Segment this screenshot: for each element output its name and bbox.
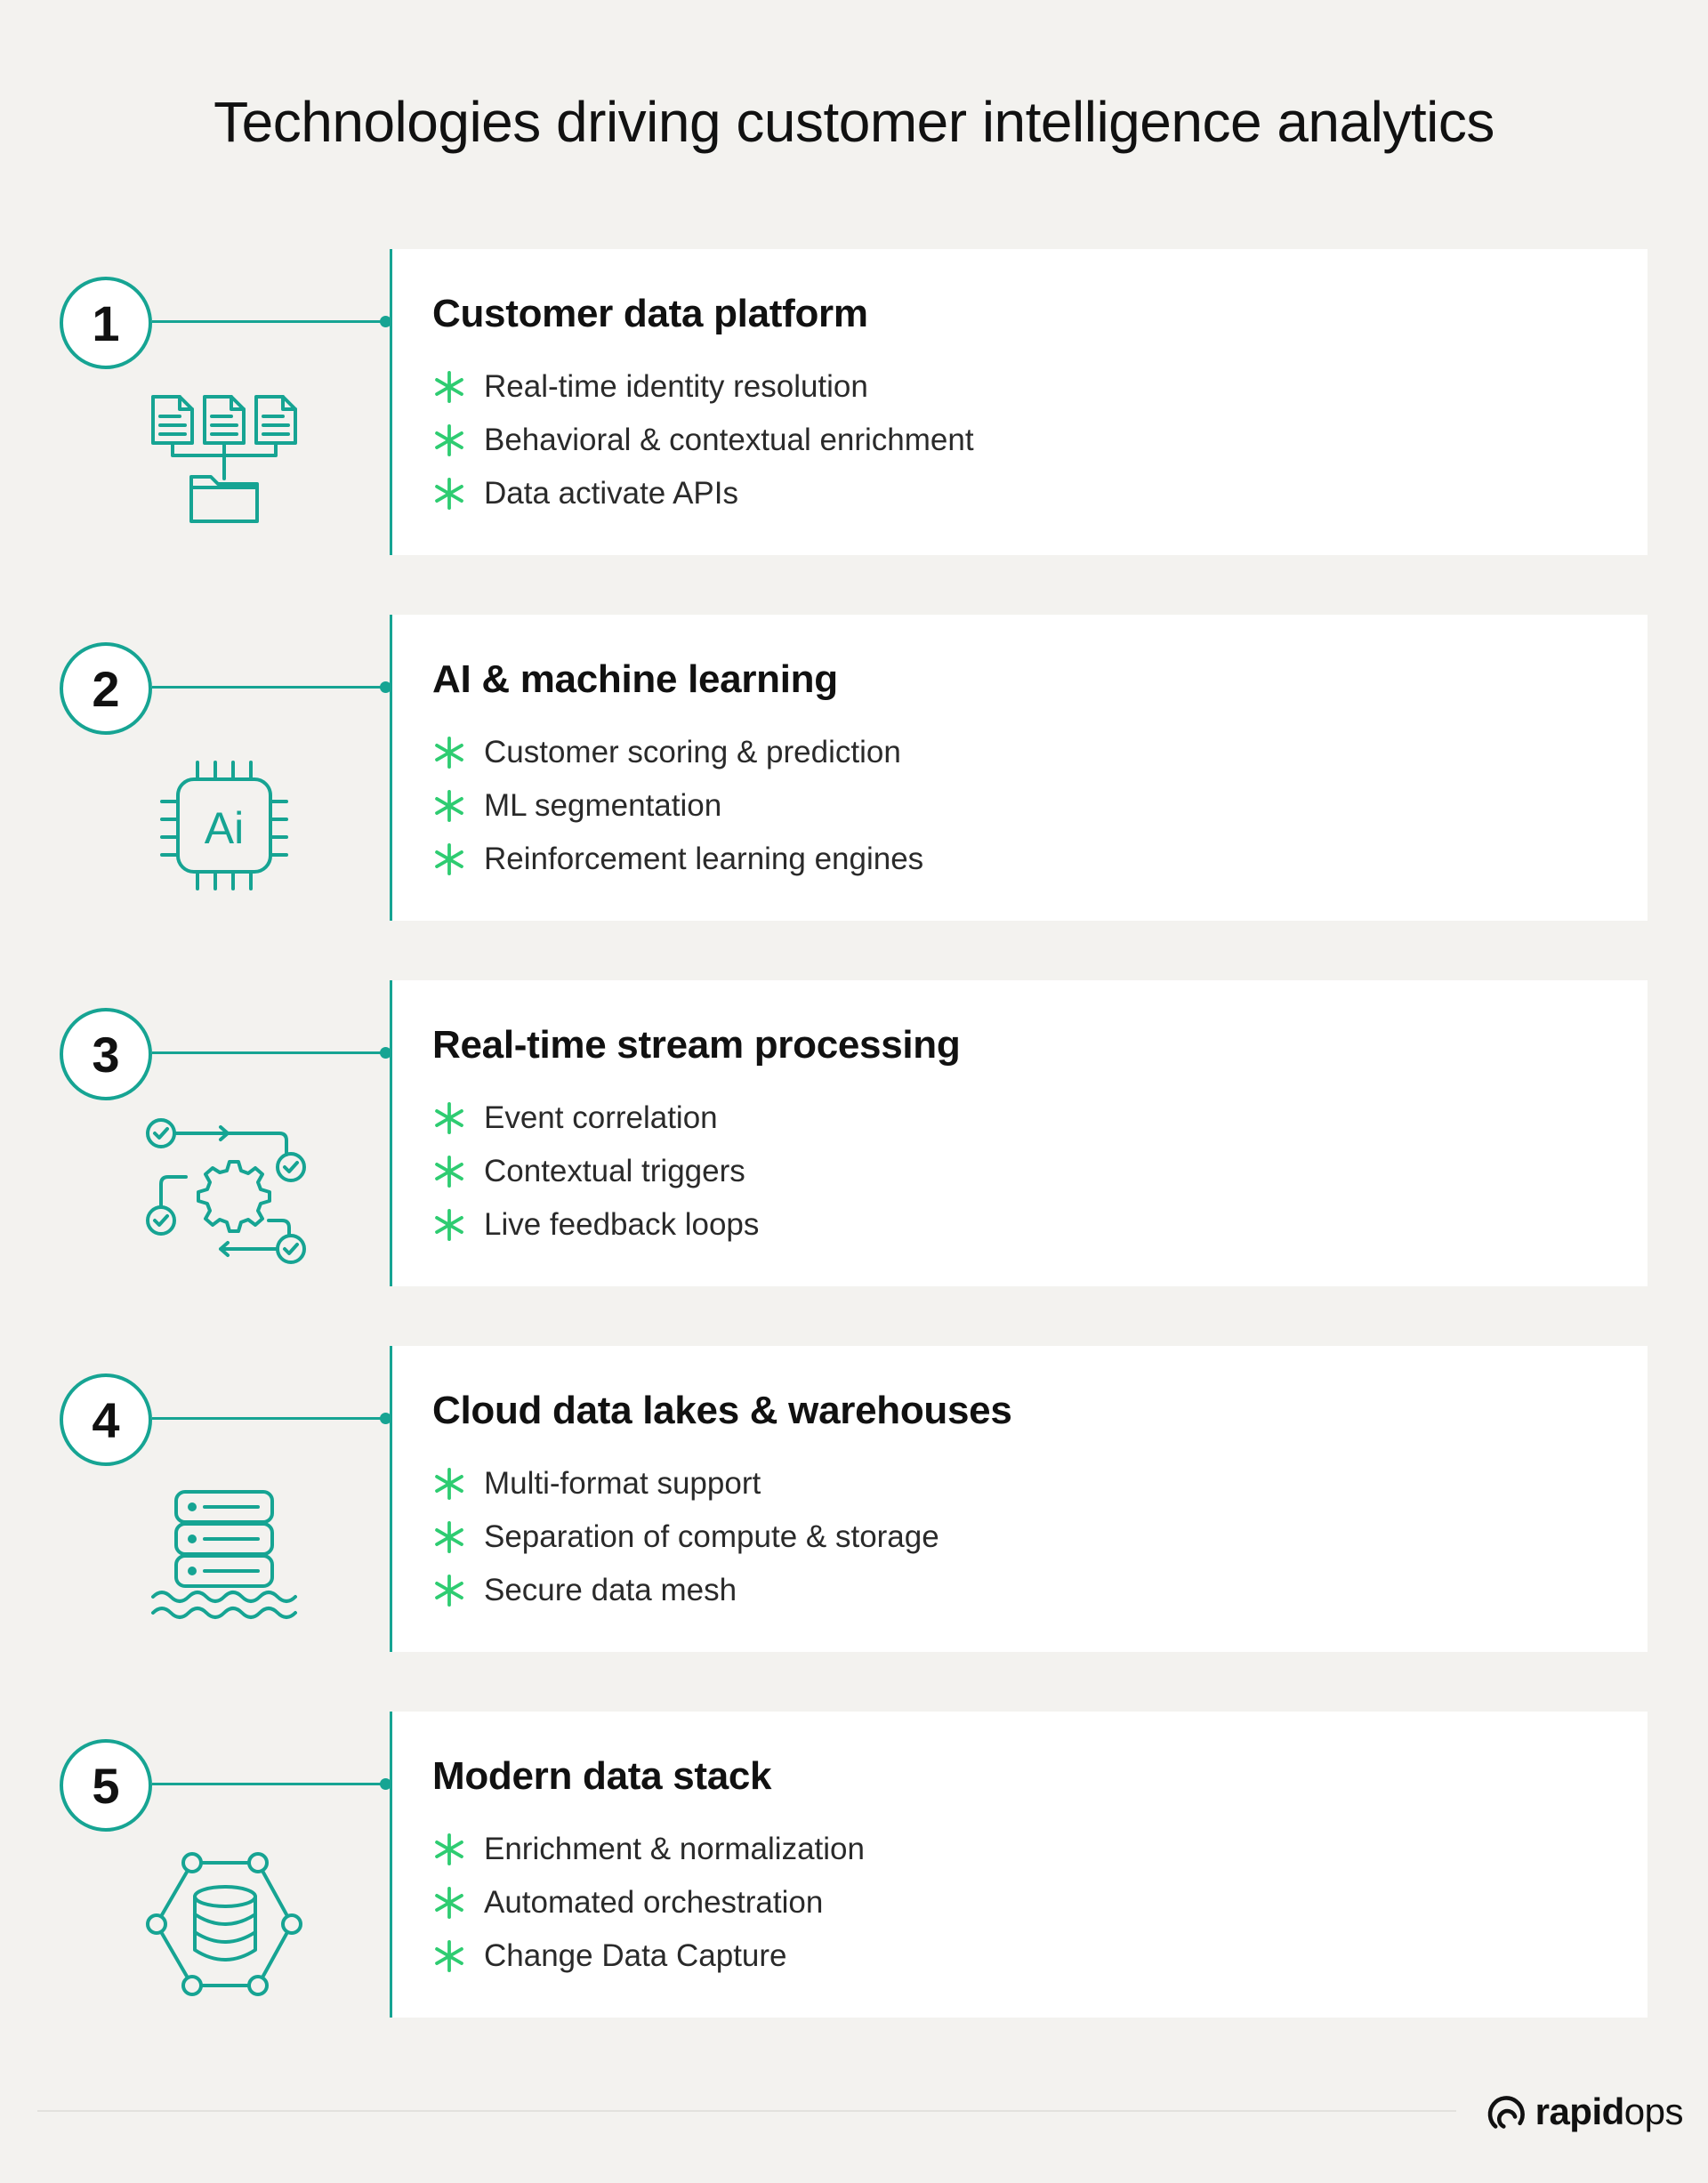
asterisk-icon: [435, 1467, 463, 1501]
bullet-text: Live feedback loops: [484, 1207, 760, 1242]
asterisk-icon: [435, 1886, 463, 1920]
bullet-text: Multi-format support: [484, 1466, 761, 1501]
bullet-text: Real-time identity resolution: [484, 369, 868, 404]
data-lake-icon: [151, 1490, 297, 1619]
document-folder-icon: [151, 395, 297, 523]
asterisk-icon: [435, 789, 463, 823]
connector-line: [152, 320, 385, 323]
bullet-text: ML segmentation: [484, 788, 722, 823]
bullet-text: Reinforcement learning engines: [484, 842, 924, 876]
bullet-list: Customer scoring & prediction ML segment…: [432, 726, 923, 886]
connector-line: [152, 1417, 385, 1420]
technology-row-5: 5 Modern data stack Enrichment & normali…: [0, 1712, 1708, 2018]
card-title: Cloud data lakes & warehouses: [432, 1389, 1012, 1432]
card-title: Real-time stream processing: [432, 1023, 961, 1067]
bullet-list: Real-time identity resolution Behavioral…: [432, 360, 974, 520]
connector-dot: [380, 1778, 391, 1790]
list-item: Customer scoring & prediction: [432, 726, 923, 779]
asterisk-icon: [435, 842, 463, 876]
list-item: ML segmentation: [432, 779, 923, 833]
list-item: Live feedback loops: [432, 1198, 759, 1252]
card-title: AI & machine learning: [432, 657, 838, 701]
connector-line: [152, 1783, 385, 1785]
bullet-text: Enrichment & normalization: [484, 1832, 865, 1866]
step-number-badge: 3: [60, 1008, 152, 1100]
bullet-text: Event correlation: [484, 1100, 718, 1135]
database-network-icon: [146, 1852, 302, 1996]
asterisk-icon: [435, 1101, 463, 1135]
bullet-text: Contextual triggers: [484, 1154, 745, 1188]
bullet-text: Secure data mesh: [484, 1573, 737, 1607]
step-number-badge: 1: [60, 277, 152, 369]
technology-card: Customer data platform Real-time identit…: [390, 249, 1648, 555]
list-item: Secure data mesh: [432, 1564, 939, 1617]
bullet-list: Event correlation Contextual triggers Li…: [432, 1092, 759, 1252]
step-number-badge: 4: [60, 1373, 152, 1466]
asterisk-icon: [435, 423, 463, 457]
connector-dot: [380, 681, 391, 693]
list-item: Reinforcement learning engines: [432, 833, 923, 886]
bullet-text: Data activate APIs: [484, 476, 738, 511]
list-item: Real-time identity resolution: [432, 360, 974, 414]
connector-line: [152, 686, 385, 689]
step-number-badge: 5: [60, 1739, 152, 1832]
bullet-text: Separation of compute & storage: [484, 1519, 939, 1554]
list-item: Automated orchestration: [432, 1876, 865, 1929]
list-item: Change Data Capture: [432, 1929, 865, 1983]
brand-logo: rapidops: [1487, 2087, 1684, 2137]
asterisk-icon: [435, 736, 463, 769]
brand-name-light: ops: [1623, 2090, 1684, 2132]
connector-dot: [380, 1047, 391, 1059]
technology-card: Real-time stream processing Event correl…: [390, 980, 1648, 1286]
asterisk-icon: [435, 1574, 463, 1607]
list-item: Contextual triggers: [432, 1145, 759, 1198]
asterisk-icon: [435, 1155, 463, 1188]
technology-row-3: 3 Real-time stream processing Event corr…: [0, 980, 1708, 1286]
page-title: Technologies driving customer intelligen…: [214, 90, 1494, 154]
asterisk-icon: [435, 1939, 463, 1973]
card-title: Modern data stack: [432, 1754, 772, 1798]
connector-dot: [380, 1413, 391, 1424]
ai-chip-icon: Ai: [160, 761, 288, 890]
connector-dot: [380, 316, 391, 327]
bullet-text: Automated orchestration: [484, 1885, 824, 1920]
bullet-list: Multi-format support Separation of compu…: [432, 1457, 939, 1617]
rapidops-logo-icon: [1487, 2096, 1525, 2129]
card-title: Customer data platform: [432, 292, 868, 335]
step-number-badge: 2: [60, 642, 152, 735]
technology-row-2: 2 Ai AI & machine learning Customer scor…: [0, 615, 1708, 921]
bullet-text: Behavioral & contextual enrichment: [484, 423, 974, 457]
technology-card: Cloud data lakes & warehouses Multi-form…: [390, 1346, 1648, 1652]
ai-chip-label: Ai: [205, 803, 244, 853]
footer-divider: [37, 2110, 1456, 2112]
connector-line: [152, 1051, 385, 1054]
asterisk-icon: [435, 1520, 463, 1554]
list-item: Event correlation: [432, 1092, 759, 1145]
gear-workflow-icon: [146, 1118, 306, 1264]
bullet-text: Change Data Capture: [484, 1938, 787, 1973]
asterisk-icon: [435, 1833, 463, 1866]
technology-row-1: 1 Customer data platform Real-time ident…: [0, 249, 1708, 555]
list-item: Enrichment & normalization: [432, 1823, 865, 1876]
bullet-list: Enrichment & normalization Automated orc…: [432, 1823, 865, 1983]
list-item: Multi-format support: [432, 1457, 939, 1510]
bullet-text: Customer scoring & prediction: [484, 735, 901, 769]
brand-name-bold: rapid: [1535, 2090, 1625, 2132]
asterisk-icon: [435, 370, 463, 404]
asterisk-icon: [435, 477, 463, 511]
list-item: Behavioral & contextual enrichment: [432, 414, 974, 467]
asterisk-icon: [435, 1208, 463, 1242]
list-item: Separation of compute & storage: [432, 1510, 939, 1564]
technology-card: AI & machine learning Customer scoring &…: [390, 615, 1648, 921]
list-item: Data activate APIs: [432, 467, 974, 520]
technology-card: Modern data stack Enrichment & normaliza…: [390, 1712, 1648, 2018]
technology-row-4: 4 Cloud data lakes & warehouses Multi-fo…: [0, 1346, 1708, 1652]
